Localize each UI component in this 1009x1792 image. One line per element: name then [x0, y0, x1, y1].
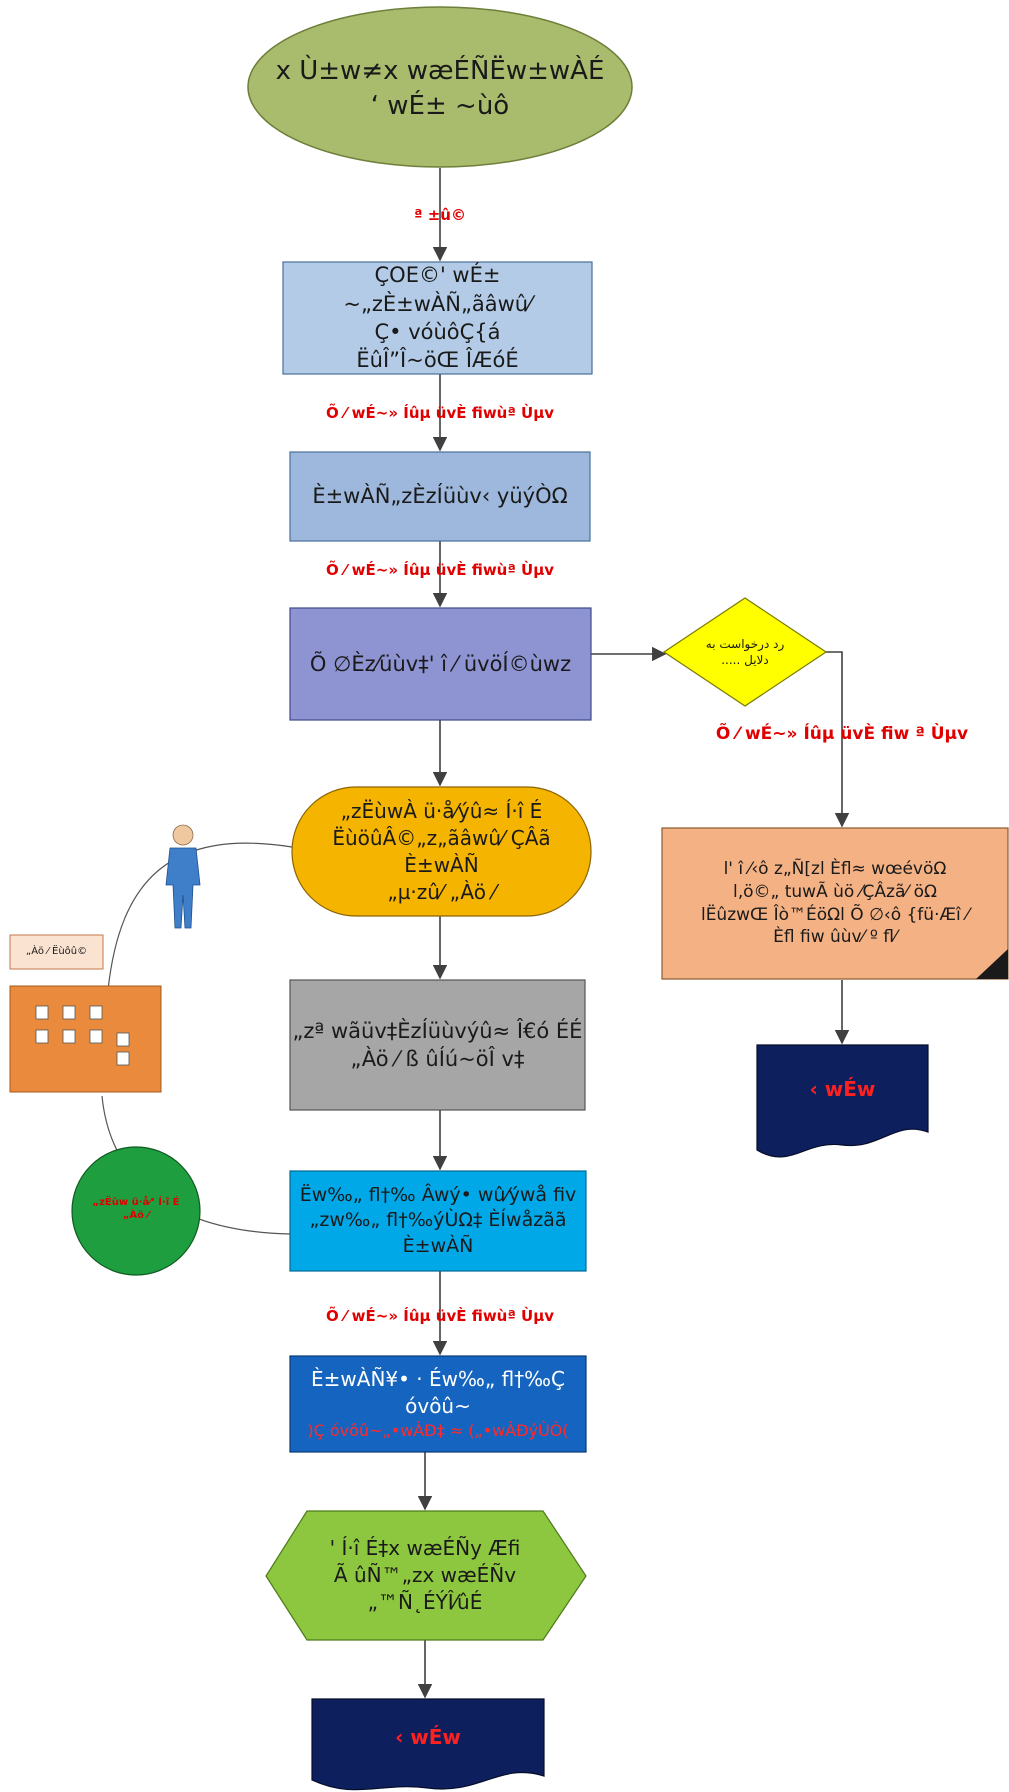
step1-text: ÇOE©' wÉ± ~„zÈ±wÀÑ„ãâwû⁄ Ç• vóùôÇ{á ËûÎ”…	[343, 263, 532, 373]
agency-circle	[71, 1146, 201, 1276]
step3-text: Õ ∅Èz⁄üùv‡' î ⁄ üvöÍ©ùwz	[309, 651, 572, 676]
edge-label-step2: Õ ⁄ wÉ~» Íûµ üvÈ fiwùª Ùµv	[325, 561, 555, 579]
start-node: x Ù±w≠x wæÉÑËw±wÀÉ ‘ wÉ± ~ùô	[248, 10, 632, 168]
end-bottom-shape	[311, 1698, 545, 1791]
end-right-shape	[756, 1044, 929, 1158]
step1-box	[282, 261, 593, 375]
step5-box	[289, 979, 586, 1111]
step5-text: „zª wãüv‡ÈzÍüùvýû≈ Î€ó ÉÉ „Àö ⁄ ß ûÍú~öÎ…	[292, 1018, 583, 1071]
step7-box	[289, 1355, 587, 1453]
step6-box	[289, 1170, 587, 1272]
step1-node: ÇOE©' wÉ± ~„zÈ±wÀÑ„ãâwû⁄ Ç• vóùôÇ{á ËûÎ”…	[283, 262, 592, 374]
connector-decision-sidedoc	[820, 651, 850, 828]
circle-label-text: „zËùw ü·å⁄‘ Í·î É „Àö ⁄	[92, 1196, 180, 1222]
edge-label-step6: Õ ⁄ wÉ~» Íûµ üvÈ fiwùª Ùµv	[325, 1307, 555, 1325]
circle-label: „zËùw ü·å⁄‘ Í·î É „Àö ⁄	[78, 1186, 194, 1232]
final-text: ' Í·î É‡x wæÉÑy Æfi Ã ûÑ™„zx wæÉÑv „™Ñ˛É…	[329, 1536, 521, 1614]
final-node: ' Í·î É‡x wæÉÑy Æfi Ã ûÑ™„zx wæÉÑv „™Ñ˛É…	[300, 1511, 550, 1640]
step7-node: È±wÀÑ¥• · Éw‰„ fl†‰Ç óvôû~ )Ç óvôû~„•wÀÐ…	[290, 1356, 586, 1452]
start-text: x Ù±w≠x wæÉÑËw±wÀÉ ‘ wÉ± ~ùô	[275, 55, 605, 121]
step2-node: È±wÀÑ„zÈzÍüùv‹ yüýÒΩ	[290, 452, 590, 541]
side-doc-box	[661, 827, 1009, 980]
step4-pill	[291, 786, 592, 917]
step2-box	[289, 451, 591, 542]
step3-box	[289, 607, 592, 721]
building-label-text: „Àö ⁄ Ëùôû©	[25, 946, 88, 958]
end-right-node: ‹ wÉw	[757, 1045, 928, 1133]
edge-label-start: ª ±û©	[414, 206, 466, 224]
step6-node: Ëw‰„ fl†‰ Âwý• wû⁄ýwå fiv „zw‰„ fl†‰ýÙΩ‡…	[290, 1171, 586, 1271]
end-bottom-text: ‹ wÉw	[395, 1724, 461, 1749]
step4-text: „zËùwÀ ü·å⁄ýû≈ Í·î É ËùöûÂ©„z„ãâwû⁄ ÇÂã …	[332, 798, 551, 904]
step6-text: Ëw‰„ fl†‰ Âwý• wû⁄ýwå fiv „zw‰„ fl†‰ýÙΩ‡…	[299, 1183, 577, 1257]
end-right-text: ‹ wÉw	[809, 1076, 876, 1101]
step7-text-line1: È±wÀÑ¥• · Éw‰„ fl†‰Ç óvôû~	[311, 1367, 565, 1419]
step3-node: Õ ∅Èz⁄üùv‡' î ⁄ üvöÍ©ùwz	[290, 608, 591, 720]
step2-text: È±wÀÑ„zÈzÍüùv‹ yüýÒΩ	[312, 484, 568, 509]
building-label: „Àö ⁄ Ëùôû©	[10, 935, 103, 969]
edge-label-decision: Õ ⁄ wÉ~» Íûµ üvÈ fiw ª Ùµv	[715, 724, 969, 744]
side-doc-text: l' î ⁄‹ô z„Ñ[zl Èfl≈ wœévöΩ l‚ö©„ tuwÃ ù…	[700, 858, 970, 948]
edge-label-step1: Õ ⁄ wÉ~» Íûµ üvÈ fiwùª Ùµv	[325, 404, 555, 422]
side-doc-node: l' î ⁄‹ô z„Ñ[zl Èfl≈ wœévöΩ l‚ö©„ tuwÃ ù…	[662, 828, 1008, 979]
start-ellipse	[247, 6, 633, 168]
step5-node: „zª wãüv‡ÈzÍüùvýû≈ Î€ó ÉÉ „Àö ⁄ ß ûÍú~öÎ…	[290, 980, 585, 1110]
decision-text: رد درخواست به دلایل .....	[705, 636, 785, 667]
decision-diamond	[662, 597, 828, 707]
building-icon	[9, 934, 162, 1093]
side-doc-corner	[976, 949, 1008, 979]
step7-text-line2: )Ç óvôû~„•wÀÐ‡ ≈ („•wÀÐýÙÒ(	[307, 1421, 569, 1441]
final-hexagon	[265, 1510, 587, 1641]
end-bottom-node: ‹ wÉw	[312, 1699, 544, 1775]
actor-loop-upper	[107, 842, 293, 991]
decision-node: رد درخواست به دلایل .....	[688, 628, 802, 676]
step4-node: „zËùwÀ ü·å⁄ýû≈ Í·î É ËùöûÂ©„z„ãâwû⁄ ÇÂã …	[300, 787, 583, 916]
person-icon	[165, 824, 201, 929]
